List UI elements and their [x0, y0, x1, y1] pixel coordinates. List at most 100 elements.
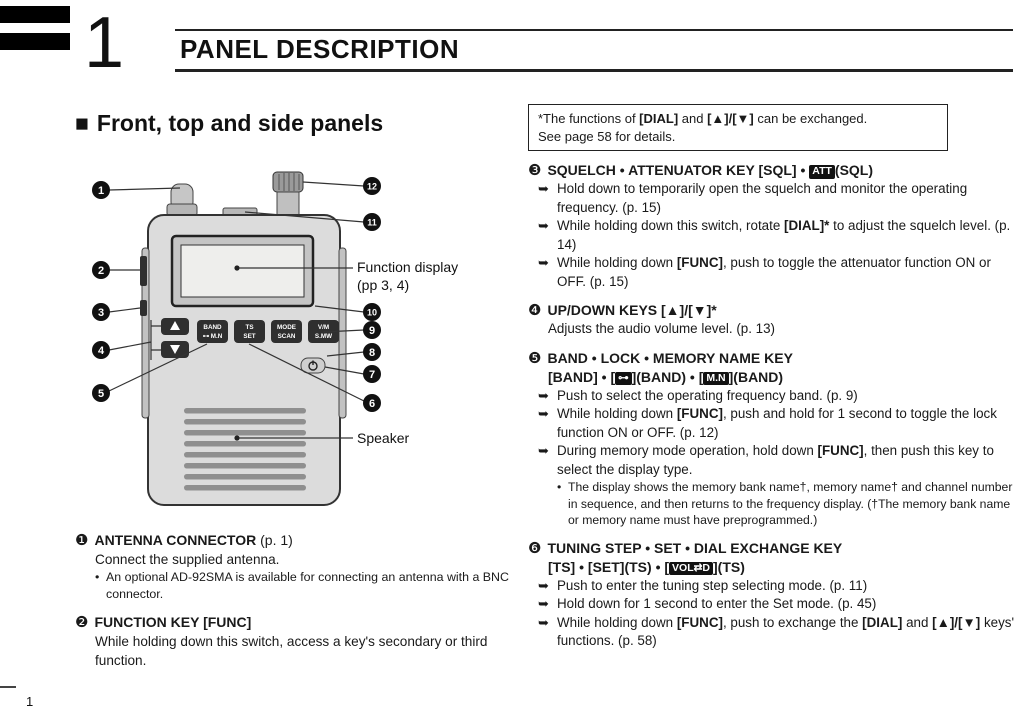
svg-text:10: 10 — [367, 308, 377, 318]
item-heading: ❺ BAND • LOCK • MEMORY NAME KEY — [528, 349, 1015, 368]
item-number: ❻ — [528, 539, 542, 557]
bullet-glyph: • — [95, 570, 100, 584]
item-number: ❹ — [528, 302, 542, 319]
instruction-line: ➥ While holding down [FUNC], push to exch… — [528, 614, 1015, 651]
header-rule-bottom — [175, 69, 1013, 72]
callout-10: 10 — [363, 303, 381, 321]
right-side-rail — [338, 247, 347, 419]
callout-3: 3 — [92, 303, 110, 321]
instruction-text: While holding down [FUNC], push to excha… — [557, 614, 1015, 649]
item-updown-keys: ❹ UP/DOWN KEYS [▲]/[▼]* Adjusts the audi… — [528, 301, 1015, 339]
instruction-line: ➥ Hold down to temporarily open the squel… — [528, 180, 1015, 217]
dial-knob — [272, 171, 304, 217]
svg-text:9: 9 — [369, 325, 375, 337]
instruction-line: ➥Push to select the operating frequency … — [528, 387, 1015, 406]
callout-9: 9 — [363, 321, 381, 339]
arrow-glyph: ➥ — [538, 406, 549, 421]
item-heading: ❷ FUNCTION KEY [FUNC] — [75, 613, 537, 632]
callout-12: 12 — [363, 177, 381, 195]
instruction-text: While holding down [FUNC], push to toggl… — [557, 255, 991, 289]
instruction-text: While holding down this switch, rotate [… — [557, 218, 1011, 252]
item-tuning-step-set: ❻ TUNING STEP • SET • DIAL EXCHANGE KEY … — [528, 539, 1015, 651]
side-squelch-key — [140, 300, 147, 316]
item-body: Connect the supplied antenna. — [95, 552, 280, 567]
item-title-text: ANTENNA CONNECTOR (p. 1) — [94, 532, 293, 548]
right-column: *The functions of [DIAL] and [▲]/[▼] can… — [528, 104, 1015, 651]
item-heading-line2: [TS] • [SET](TS) • [VOL⇄D](TS) — [548, 558, 745, 575]
arrow-glyph: ➥ — [538, 577, 549, 593]
chapter-tab-bar — [0, 6, 70, 23]
side-func-key — [140, 256, 147, 286]
arrow-glyph: ➥ — [538, 614, 549, 630]
item-subnote: • The display shows the memory bank name… — [528, 479, 1015, 529]
instruction-text: Hold down for 1 second to enter the Set … — [557, 596, 877, 611]
instruction-text: Push to enter the tuning step selecting … — [557, 577, 868, 593]
speaker-label: Speaker — [357, 430, 409, 446]
callout-2: 2 — [92, 261, 110, 279]
speaker-grille — [184, 408, 306, 491]
svg-text:SCAN: SCAN — [278, 333, 296, 340]
svg-text:12: 12 — [367, 182, 377, 192]
callout-6: 6 — [363, 394, 381, 412]
callout-7: 7 — [363, 365, 381, 383]
down-key — [161, 341, 189, 358]
square-bullet-icon: ■ — [75, 110, 89, 136]
callout-5: 5 — [92, 384, 110, 402]
callout-11: 11 — [363, 213, 381, 231]
arrow-glyph: ➥ — [538, 218, 549, 233]
item-title-text: BAND • LOCK • MEMORY NAME KEY — [547, 349, 793, 366]
item-squelch-attenuator: ❸ SQUELCH • ATTENUATOR KEY [SQL] • ATT(S… — [528, 161, 1015, 291]
callout-1: 1 — [92, 181, 110, 199]
item-title-text: SQUELCH • ATTENUATOR KEY [SQL] • ATT(SQL… — [547, 162, 874, 179]
item-title-text: FUNCTION KEY [FUNC] — [94, 614, 252, 630]
svg-text:1: 1 — [98, 185, 104, 197]
svg-text:BAND: BAND — [203, 324, 222, 331]
item-heading-line2: [BAND] • [⊶](BAND) • [M.N](BAND) — [548, 368, 784, 385]
svg-text:6: 6 — [369, 398, 375, 410]
page-number: 1 — [26, 694, 34, 709]
callout-8: 8 — [363, 343, 381, 361]
item-heading: ❶ ANTENNA CONNECTOR (p. 1) — [75, 531, 537, 550]
power-key — [300, 357, 326, 374]
instruction-line: ➥ While holding down this switch, rotate … — [528, 217, 1015, 254]
radio-front-diagram: BAND ⊶ M.N TS SET MODE SCAN V/M S.MW — [92, 171, 458, 506]
header-rule-top — [175, 29, 1013, 31]
item-heading: ❹ UP/DOWN KEYS [▲]/[▼]* — [528, 301, 1015, 320]
item-band-lock-memory: ❺ BAND • LOCK • MEMORY NAME KEY [BAND] •… — [528, 349, 1015, 529]
instruction-line: ➥Hold down for 1 second to enter the Set… — [528, 595, 1015, 614]
svg-text:7: 7 — [369, 369, 375, 381]
instruction-line: ➥ Push to enter the tuning step selecting… — [528, 577, 1015, 596]
note-line: See page 58 for details. — [538, 128, 676, 144]
item-function-key: ❷ FUNCTION KEY [FUNC] While holding down… — [75, 613, 537, 670]
instruction-text: While holding down [FUNC], push and hold… — [557, 406, 997, 440]
function-display-screen — [180, 244, 305, 298]
item-body: Adjusts the audio volume level. (p. 13) — [548, 321, 776, 336]
svg-text:S.MW: S.MW — [315, 333, 332, 340]
function-display-label: Function display — [357, 259, 458, 275]
left-side-rail — [141, 247, 150, 419]
item-number: ❸ — [528, 162, 542, 179]
item-subnote-text: An optional AD-92SMA is available for co… — [106, 570, 509, 601]
item-body: While holding down this switch, access a… — [95, 634, 488, 668]
chapter-tab-bar — [0, 33, 70, 50]
svg-text:⊶ M.N: ⊶ M.N — [203, 333, 223, 340]
callouts: 1 2 3 4 5 6 7 8 9 10 11 12 — [92, 177, 381, 412]
svg-text:SET: SET — [243, 333, 255, 340]
item-number: ❷ — [75, 614, 89, 631]
instruction-text: Push to select the operating frequency b… — [557, 387, 858, 403]
svg-text:11: 11 — [367, 218, 377, 228]
note-line: *The functions of [DIAL] and [▲]/[▼] can… — [538, 111, 868, 126]
instruction-line: ➥During memory mode operation, hold down… — [528, 442, 1015, 479]
mode-scan-key: MODE SCAN — [271, 320, 302, 343]
bullet-glyph: • — [557, 480, 562, 494]
instruction-text: Hold down to temporarily open the squelc… — [557, 181, 968, 215]
item-number: ❺ — [528, 349, 542, 367]
dial-exchange-note: *The functions of [DIAL] and [▲]/[▼] can… — [528, 104, 948, 151]
svg-text:MODE: MODE — [277, 324, 296, 331]
item-title-text: UP/DOWN KEYS [▲]/[▼]* — [547, 302, 717, 318]
item-number: ❶ — [75, 532, 89, 549]
arrow-glyph: ➥ — [538, 181, 549, 196]
arrow-glyph: ➥ — [538, 443, 549, 458]
svg-text:4: 4 — [98, 345, 105, 357]
ts-set-key: TS SET — [234, 320, 265, 343]
